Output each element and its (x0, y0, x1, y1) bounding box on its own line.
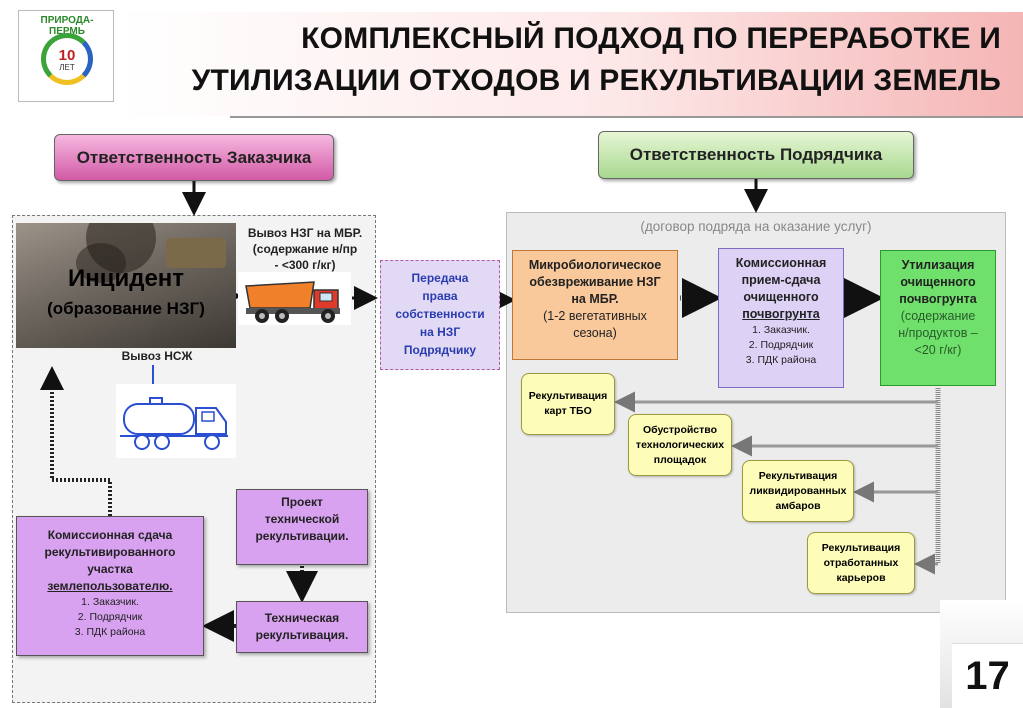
tank-truck-image (116, 384, 236, 458)
arrow-commission-up (50, 376, 112, 516)
ownership-transfer-box: Передача права собственности на НЗГ Подр… (380, 260, 500, 370)
export-nzg-line-2: (содержание н/пр (252, 242, 358, 256)
transfer-line: Подрядчику (403, 343, 477, 357)
micro-line: (1-2 вегетативных (543, 309, 647, 323)
logo-ring-icon (41, 33, 93, 85)
final-commission-line: Комиссионная сдача (47, 528, 173, 542)
tank-truck-icon (120, 397, 228, 450)
incident-photo: Инцидент (образование НЗГ) (16, 223, 236, 348)
dump-truck-icon (245, 281, 340, 323)
page-number: 17 (952, 643, 1023, 708)
title-band: КОМПЛЕКСНЫЙ ПОДХОД ПО ПЕРЕРАБОТКЕ И УТИЛ… (120, 12, 1023, 116)
commission-line: Комиссионная (735, 256, 827, 270)
util-line: почвогрунта (899, 292, 977, 306)
reclamation-quarries-box: Рекультивация отработанных карьеров (807, 532, 915, 594)
logo-text: ПРИРОДА-ПЕРМЬ (40, 15, 94, 37)
reclamation-line: Рекультивация (758, 469, 838, 482)
incident-subtitle: (образование НЗГ) (47, 299, 205, 318)
final-commission-member: 3. ПДК района (74, 626, 146, 638)
reclamation-line: Рекультивация (821, 541, 901, 554)
reclamation-line: карьеров (836, 571, 886, 584)
technical-reclamation-box: Техническая рекультивация. (236, 601, 368, 653)
customer-responsibility-header: Ответственность Заказчика (54, 134, 334, 181)
logo-sub: ЛЕТ (59, 63, 75, 72)
contractor-responsibility-header: Ответственность Подрядчика (598, 131, 914, 179)
export-nzg-line-3: - <300 г/кг) (274, 258, 336, 272)
project-line: рекультивации. (255, 529, 349, 543)
commission-member: 1. Заказчик. (752, 324, 810, 336)
microbiological-treatment-box: Микробиологическое обезвреживание НЗГ на… (512, 250, 678, 360)
platforms-arrangement-box: Обустройство технологических площадок (628, 414, 732, 476)
util-line: (содержание (900, 309, 976, 323)
micro-line: обезвреживание НЗГ (529, 275, 661, 289)
logo-number: 10 (58, 47, 76, 64)
transfer-line: на НЗГ (419, 325, 461, 339)
final-commission-member: 1. Заказчик. (81, 596, 139, 608)
transfer-line: собственности (395, 307, 485, 321)
smoke-shape (76, 243, 126, 283)
reclamation-line: Обустройство (642, 423, 718, 436)
transfer-line: права (422, 289, 458, 303)
reclamation-tbo-box: Рекультивация карт ТБО (521, 373, 615, 435)
final-commission-line: землепользователю. (47, 579, 173, 593)
tech-line: рекультивация. (255, 628, 349, 642)
title-line-2: УТИЛИЗАЦИИ ОТХОДОВ И РЕКУЛЬТИВАЦИИ ЗЕМЕЛ… (191, 64, 1001, 97)
contract-note: (договор подряда на оказание услуг) (640, 219, 872, 234)
reclamation-project-box: Проект технической рекультивации. (236, 489, 368, 565)
reclamation-line: площадок (653, 453, 707, 466)
incident-title: Инцидент (67, 265, 185, 292)
final-commission-member: 2. Подрядчик (77, 611, 143, 623)
wellhead-shape (166, 238, 226, 268)
export-nzg-line-1: Вывоз НЗГ на МБР. (247, 226, 363, 240)
reclamation-line: карт ТБО (544, 405, 592, 417)
export-nszh-label: Вывоз НСЖ (121, 349, 193, 363)
project-line: технической (264, 512, 340, 526)
util-line: Утилизация (901, 258, 975, 272)
util-line: н/продуктов – (898, 326, 978, 340)
reclamation-ambars-box: Рекультивация ликвидированных амбаров (742, 460, 854, 522)
reclamation-line: технологических (635, 438, 725, 451)
util-line: очищенного (900, 275, 976, 289)
util-line: <20 г/кг) (914, 343, 962, 357)
commission-member: 2. Подрядчик (748, 339, 814, 351)
commission-member: 3. ПДК района (745, 354, 817, 366)
final-commission-line: участка (87, 562, 133, 576)
reclamation-line: Рекультивация (528, 390, 608, 402)
micro-line: сезона) (573, 326, 617, 340)
commission-acceptance-box: Комиссионная прием-сдача очищенного почв… (718, 248, 844, 388)
dump-truck-image (238, 272, 351, 325)
tech-line: Техническая (264, 611, 340, 625)
export-nzg-label: Вывоз НЗГ на МБР. (содержание н/пр - <30… (236, 225, 374, 273)
commission-line: очищенного (743, 290, 819, 304)
final-commission-box: Комиссионная сдача рекультивированного у… (16, 516, 204, 656)
utilization-box: Утилизация очищенного почвогрунта (содер… (880, 250, 996, 386)
reclamation-line: отработанных (823, 556, 899, 569)
title-line-1: КОМПЛЕКСНЫЙ ПОДХОД ПО ПЕРЕРАБОТКЕ И (301, 22, 1001, 55)
final-commission-line: рекультивированного (44, 545, 176, 559)
transfer-line: Передача (411, 271, 469, 285)
logo: ПРИРОДА-ПЕРМЬ 10 ЛЕТ (18, 10, 114, 102)
commission-line: прием-сдача (741, 273, 821, 287)
commission-line: почвогрунта (742, 307, 820, 321)
micro-line: на МБР. (571, 292, 619, 306)
micro-line: Микробиологическое (528, 258, 662, 272)
reclamation-line: амбаров (775, 499, 821, 512)
title-divider (230, 116, 1023, 118)
project-line: Проект (281, 495, 323, 509)
reclamation-line: ликвидированных (749, 484, 847, 497)
